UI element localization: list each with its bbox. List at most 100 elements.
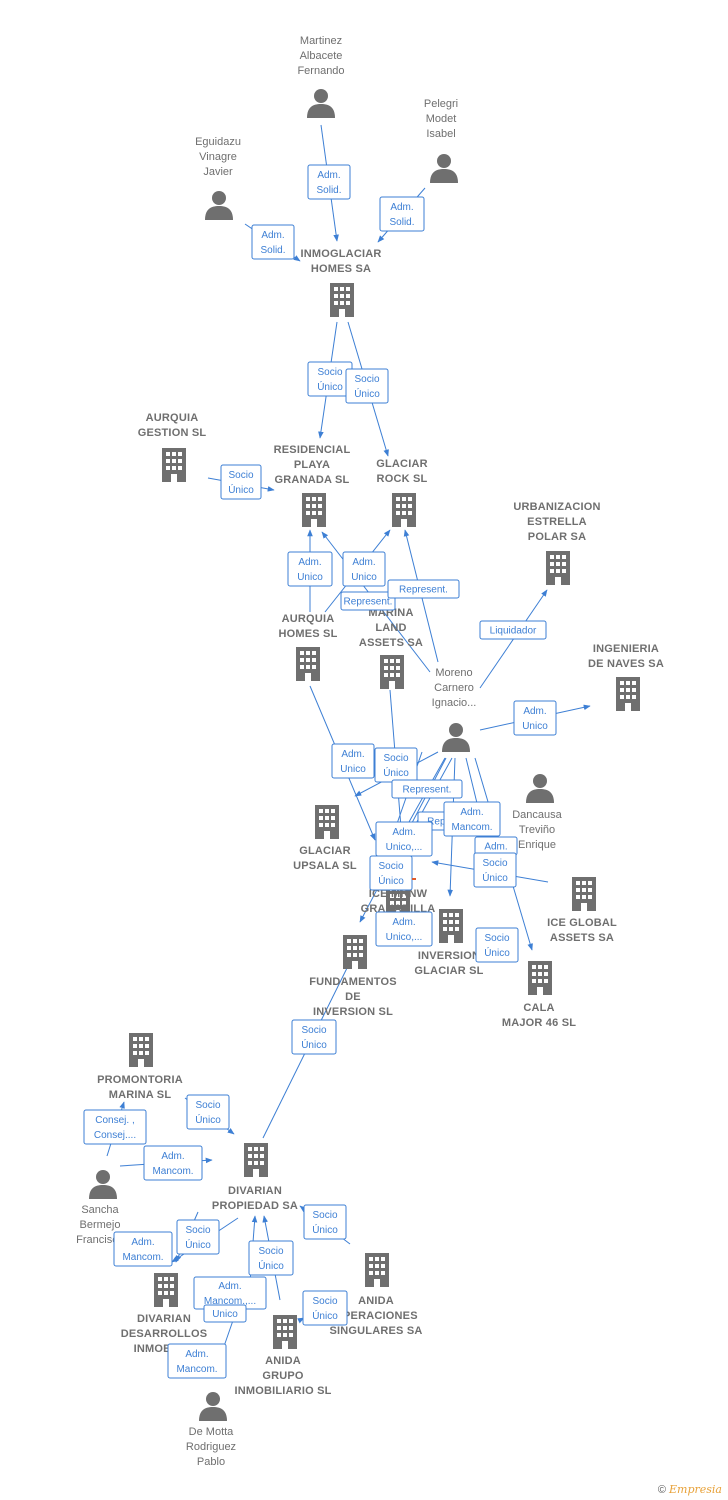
edge-label-box <box>387 579 460 599</box>
footer-brand[interactable]: © Empresia <box>658 1483 722 1496</box>
edge-label-text: Unico,... <box>386 932 423 943</box>
edge-label-text: Adm. <box>392 827 415 838</box>
node-label-text: ICE MRNW <box>369 888 428 900</box>
edge-label-text: Represent. <box>344 597 393 608</box>
edge-label-e27[interactable]: Adm.Mancom. <box>143 1145 203 1181</box>
edge-label-e33[interactable]: Unico <box>203 1304 247 1323</box>
edge-label-e3[interactable]: Adm.Solid. <box>251 224 295 260</box>
node-label-text: ROCK SL <box>377 473 428 485</box>
edge-label-e7[interactable]: Adm.Unico <box>287 551 333 587</box>
edge-label-box <box>391 779 463 799</box>
node-label-text: PLAYA <box>294 459 330 471</box>
node-moreno[interactable]: MorenoCarneroIgnacio... <box>432 667 477 752</box>
edge-label-e11[interactable]: Liquidador <box>479 620 547 640</box>
edge-label-e9[interactable]: Represent. <box>340 591 396 611</box>
edge-label-e18[interactable]: Adm.Unico,... <box>375 821 433 857</box>
building-icon <box>365 1253 389 1287</box>
edge-label-text: Único <box>378 874 404 887</box>
edge-label-e1[interactable]: Adm.Solid. <box>307 164 351 200</box>
edge-label-e13[interactable]: Adm.Unico <box>331 743 375 779</box>
edge-label-e15[interactable]: Represent. <box>391 779 463 799</box>
edge-label-e35[interactable]: Adm.Mancom. <box>167 1343 227 1379</box>
edge-label-text: Adm. <box>523 706 546 717</box>
node-label-text: URBANIZACION <box>513 501 600 513</box>
edge-label-e2[interactable]: Adm.Solid. <box>379 196 425 232</box>
edge-label-e10[interactable]: Represent. <box>387 579 460 599</box>
edge-label-e19[interactable]: Adm. <box>474 836 518 856</box>
node-label-text: Martinez <box>300 35 342 47</box>
building-icon <box>296 647 320 681</box>
edge-label-text: Adm. <box>341 749 364 760</box>
nodes-layer: MartinezAlbaceteFernandoPelegriModetIsab… <box>76 35 664 1468</box>
node-label-text: Modet <box>426 113 457 125</box>
person-icon <box>205 191 233 220</box>
edge-label-e32[interactable]: Adm.Mancom.,... <box>193 1276 267 1310</box>
person-icon <box>442 723 470 752</box>
edge-label-box <box>307 164 351 200</box>
person-icon <box>199 1392 227 1421</box>
edge-label-text: Mancom.,... <box>204 1296 256 1307</box>
edge-label-text: Unico <box>522 721 548 732</box>
node-label-text: ICE GLOBAL <box>547 917 617 929</box>
edge-label-box <box>331 743 375 779</box>
edge-label-e12[interactable]: Adm. Unico <box>513 700 557 736</box>
edge-label-e26[interactable]: Consej. ,Consej.... <box>83 1109 147 1145</box>
building-icon <box>330 283 354 317</box>
edge-label-text: Mancom. <box>152 1166 193 1177</box>
node-label-text: Enrique <box>518 839 556 851</box>
edge-label-text: Solid. <box>316 185 341 196</box>
building-icon <box>273 1315 297 1349</box>
edge-label-box <box>340 591 396 611</box>
node-label-text: DE <box>345 991 361 1003</box>
edge-label-e17[interactable]: Adm.Mancom. <box>443 801 501 837</box>
person-icon <box>89 1170 117 1199</box>
edge-label-text: Unico <box>297 572 323 583</box>
node-label-text: Dancausa <box>512 809 562 821</box>
edge-label-e8[interactable]: Adm.Unico <box>342 551 386 587</box>
edge-label-box <box>287 551 333 587</box>
edge-label-text: Adm. <box>390 202 413 213</box>
edge-label-e22[interactable]: Adm.Unico,... <box>375 911 433 947</box>
edge-label-box <box>248 1240 294 1276</box>
building-icon <box>439 909 463 943</box>
node-label-text: DESARROLLOS <box>121 1328 208 1340</box>
edge-label-e29[interactable]: Adm.Mancom. <box>113 1231 173 1267</box>
node-label-text: Isabel <box>426 128 455 140</box>
